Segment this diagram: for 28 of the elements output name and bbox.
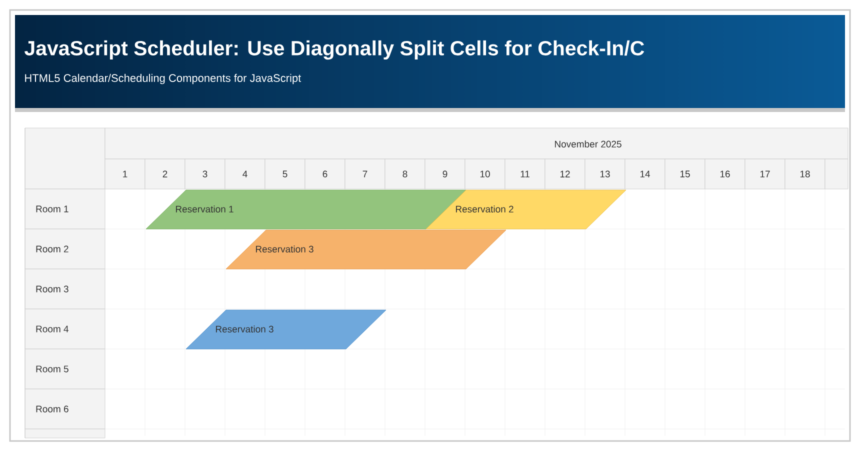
reservation-bar: Reservation 2 — [426, 190, 626, 230]
day-header-cell: 11 — [504, 158, 546, 190]
day-header-cell: 7 — [344, 158, 386, 190]
day-header-cell: 10 — [464, 158, 506, 190]
day-header-cell: 5 — [264, 158, 306, 190]
page-title: JavaScript Scheduler: Use Diagonally Split Cells for Check-In/C — [24, 40, 644, 60]
day-header-cell: 12 — [544, 158, 586, 190]
day-header-cell: 15 — [664, 158, 706, 190]
row-header-cell: Room 5 — [24, 348, 106, 390]
day-header-cell: 2 — [144, 158, 186, 190]
reservation-bar: Reservation 3 — [226, 230, 506, 270]
day-header-cell: 13 — [584, 158, 626, 190]
reservation-bar: Reservation 3 — [186, 310, 386, 350]
row-header-cell: Room 2 — [24, 228, 106, 270]
day-header-cell: 9 — [424, 158, 466, 190]
day-header-cell: 6 — [304, 158, 346, 190]
day-header-cell: 18 — [784, 158, 826, 190]
day-header-cell: 1 — [104, 158, 146, 190]
day-header-cell: 4 — [224, 158, 266, 190]
row-header-cell: Room 1 — [24, 188, 106, 230]
day-header-cell: 8 — [384, 158, 426, 190]
row-header-cell: Room 3 — [24, 268, 106, 310]
day-header-cell: 17 — [744, 158, 786, 190]
row-header-cell: Room 4 — [24, 308, 106, 350]
day-header-cell: 16 — [704, 158, 746, 190]
day-header-cell: 3 — [184, 158, 226, 190]
day-header-cell: 14 — [624, 158, 666, 190]
subtitle: HTML5 Calendar/Scheduling Components for JavaScript — [25, 74, 302, 84]
